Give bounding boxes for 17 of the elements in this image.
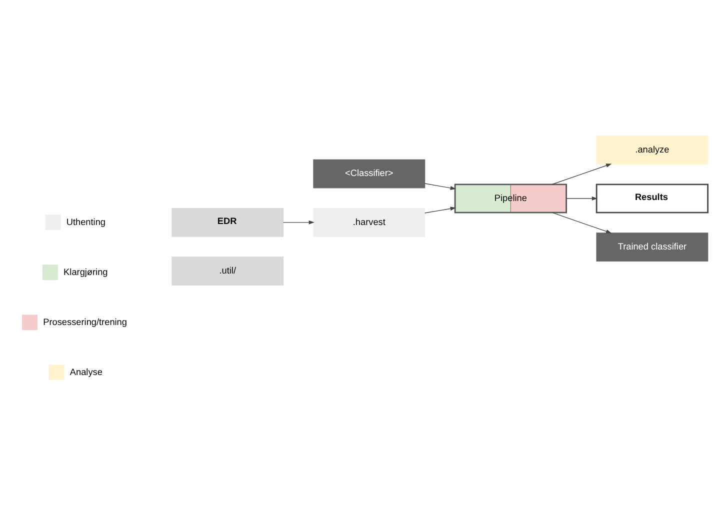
- arrow: [424, 183, 456, 190]
- node-box: <Classifier>: [313, 159, 426, 188]
- node-box: Trained classifier: [596, 232, 708, 262]
- arrow: [566, 196, 598, 200]
- node-box: .util/: [172, 256, 284, 286]
- arrow: [552, 164, 612, 185]
- arrow: [282, 220, 314, 224]
- legend-label: Prosessering/trening: [43, 316, 127, 327]
- legend-label: Klargjøring: [64, 266, 108, 277]
- arrow: [552, 212, 612, 234]
- legend-label: Uthenting: [66, 216, 106, 227]
- legend-label: Analyse: [70, 366, 102, 377]
- node-box: .harvest: [313, 208, 426, 237]
- node-box: .analyze: [596, 135, 708, 164]
- node-box: EDR: [172, 208, 284, 237]
- arrow: [424, 206, 456, 214]
- node-box: Results: [596, 184, 709, 214]
